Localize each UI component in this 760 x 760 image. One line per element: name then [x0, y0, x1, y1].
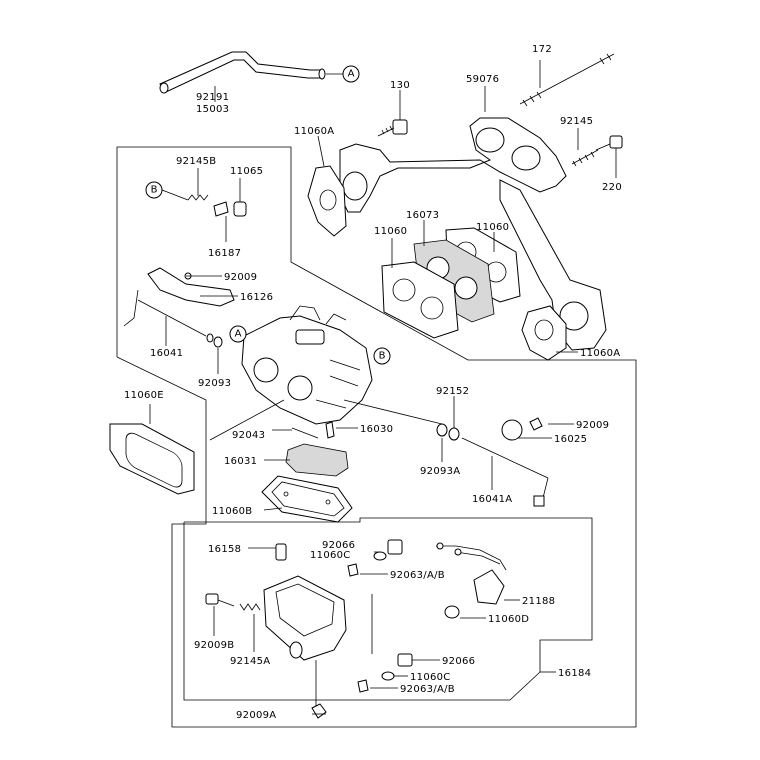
- stud-92145-part: [571, 128, 599, 167]
- bolt-92009a-part: [311, 660, 327, 719]
- cap-11065-part: [233, 178, 247, 217]
- label-11060a-bottom: 11060A: [580, 348, 620, 359]
- label-16041a: 16041A: [472, 494, 512, 505]
- label-16187: 16187: [208, 248, 241, 259]
- float-16031-part: [285, 443, 349, 477]
- label-92145a: 92145A: [230, 656, 270, 667]
- label-92145: 92145: [560, 116, 593, 127]
- label-11060c-bottom: 11060C: [410, 672, 451, 683]
- bolt-92009b-part: [205, 593, 235, 636]
- breather-hose-part: [159, 51, 344, 94]
- label-92063-bottom: 92063/A/B: [400, 684, 455, 695]
- svg-text:B: B: [151, 185, 158, 196]
- float-chamber-assembly-frame: [183, 517, 593, 701]
- carburetor-assembly-frame: [116, 146, 637, 728]
- label-16126: 16126: [240, 292, 273, 303]
- label-11060c-top: 11060C: [310, 550, 351, 561]
- plug-16158-part: [275, 543, 287, 561]
- spring-92145b-part: [187, 168, 209, 201]
- label-92063-top: 92063/A/B: [390, 570, 445, 581]
- label-11060d: 11060D: [488, 614, 529, 625]
- manifold-gasket-top-part: [307, 135, 347, 237]
- label-92152: 92152: [436, 386, 469, 397]
- label-92191: 92191: [196, 92, 229, 103]
- svg-text:A: A: [235, 329, 242, 340]
- throttle-plate-16025-part: [501, 419, 523, 441]
- intake-manifold-part: [339, 117, 607, 351]
- needle-16030-part: [325, 421, 335, 439]
- screw-16187-part: [213, 201, 229, 242]
- drain-plug-92066-bottom-part: [357, 653, 413, 693]
- label-59076: 59076: [466, 74, 499, 85]
- label-11060a-top: 11060A: [294, 126, 334, 137]
- label-16184: 16184: [558, 668, 591, 679]
- label-16025: 16025: [554, 434, 587, 445]
- carburetor-body-part: [241, 305, 373, 425]
- svg-text:A: A: [348, 69, 355, 80]
- washer-92093-part: [213, 336, 223, 374]
- label-92093: 92093: [198, 378, 231, 389]
- seal-92152-part: [448, 396, 460, 441]
- label-92043: 92043: [232, 430, 265, 441]
- drain-plug-92066-top-part: [347, 539, 403, 577]
- callout-a-carb: A: [229, 325, 247, 343]
- fuel-cut-solenoid-part: [436, 542, 520, 619]
- label-92145b: 92145B: [176, 156, 216, 167]
- label-16073: 16073: [406, 210, 439, 221]
- label-11060-right: 11060: [476, 222, 509, 233]
- pin-92043-part: [291, 427, 319, 439]
- label-92009b: 92009B: [194, 640, 234, 651]
- label-16030: 16030: [360, 424, 393, 435]
- gasket-11060e-part: [109, 404, 195, 495]
- label-172: 172: [532, 44, 552, 55]
- callout-a-hose: A: [342, 65, 360, 83]
- gasket-11060-front-part: [381, 238, 459, 339]
- bolt-130-part: [377, 90, 408, 137]
- svg-text:B: B: [379, 351, 386, 362]
- stud-bolt-part: [519, 53, 615, 107]
- label-11065: 11065: [230, 166, 263, 177]
- throttle-shaft-16041a-part: [461, 437, 549, 507]
- screw-92009-right-part: [529, 417, 543, 431]
- throttle-shaft-part: [123, 289, 214, 346]
- callout-b-carb: B: [373, 347, 391, 365]
- label-16158: 16158: [208, 544, 241, 555]
- label-92009a: 92009A: [236, 710, 276, 721]
- float-chamber-body-part: [263, 575, 347, 661]
- label-92066-top: 92066: [322, 540, 355, 551]
- label-16031: 16031: [224, 456, 257, 467]
- gasket-11060b-part: [261, 475, 353, 523]
- label-11060b: 11060B: [212, 506, 252, 517]
- label-92009-top: 92009: [224, 272, 257, 283]
- label-21188: 21188: [522, 596, 555, 607]
- label-15003: 15003: [196, 104, 229, 115]
- washer-92093a-part: [436, 423, 448, 462]
- leader-lines: [186, 86, 574, 715]
- callout-b-pilot: B: [145, 181, 189, 201]
- label-92093a: 92093A: [420, 466, 460, 477]
- choke-plate-part: [147, 267, 235, 307]
- spring-92145a-part: [239, 603, 261, 652]
- label-16041: 16041: [150, 348, 183, 359]
- label-130: 130: [390, 80, 410, 91]
- label-92009-right: 92009: [576, 420, 609, 431]
- bolt-220-part: [595, 135, 623, 178]
- label-220: 220: [602, 182, 622, 193]
- manifold-gasket-bottom-part: [521, 305, 578, 361]
- label-92066-bottom: 92066: [442, 656, 475, 667]
- label-11060-left: 11060: [374, 226, 407, 237]
- label-11060e: 11060E: [124, 390, 164, 401]
- part-labels: 92191 15003 172 130 59076 11060A 92145 2…: [124, 44, 622, 721]
